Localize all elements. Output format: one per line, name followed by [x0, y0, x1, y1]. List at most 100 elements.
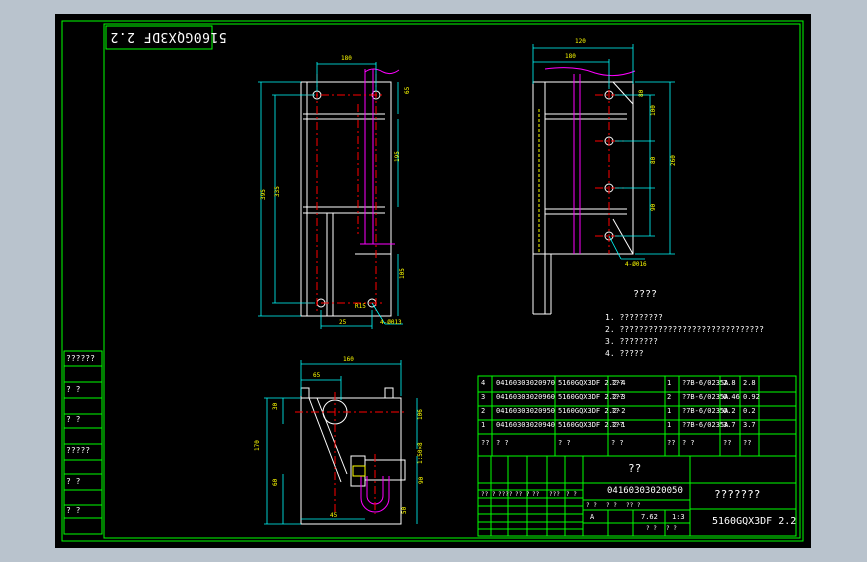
title-block-label: ???	[549, 491, 560, 498]
left-strip-label: ?????	[66, 446, 91, 455]
bom-header-cell: ??	[743, 439, 752, 447]
bom-cell: 2	[481, 407, 486, 415]
weight-value: 7.62	[641, 513, 658, 521]
title-block-label: ?? ?	[626, 502, 641, 509]
bom-header-cell: ? ?	[611, 439, 624, 447]
mirrored-title-box	[105, 25, 213, 50]
bom-cell: 04160303020950	[496, 407, 556, 415]
bom-cell: 5160GQX3DF 2.2-4	[558, 379, 626, 387]
bom-cell: 2.8	[723, 379, 736, 387]
dimension-label: 4-Ø013	[380, 319, 402, 326]
model-number: 5160GQX3DF 2.2	[712, 516, 797, 527]
dimension-label: 195	[394, 151, 401, 162]
bom-cell: 5160GQX3DF 2.2-1	[558, 421, 626, 429]
dimension-label: 4-Ø016	[625, 261, 647, 268]
bom-cell: 5160GQX3DF 2.2-3	[558, 393, 626, 401]
title-block-label: ?? ?	[515, 491, 530, 498]
dimension-label: 105	[399, 268, 406, 279]
dimension-label: 25	[339, 319, 347, 326]
dimension-label: 80	[650, 156, 657, 164]
title-block-label: ? ?	[586, 502, 597, 509]
bom-cell: ???	[611, 393, 624, 401]
bom-header-cell: ??	[667, 439, 676, 447]
title-block-label: ? ?	[606, 502, 617, 509]
bom-cell: 04160303020940	[496, 421, 556, 429]
tech-req-heading: ????	[633, 289, 658, 300]
dimension-label: 60	[272, 478, 279, 486]
bom-cell: 04160303020960	[496, 393, 556, 401]
bom-cell: 0.2	[743, 407, 756, 415]
dimension-label: 30	[272, 402, 279, 410]
bom-cell: 3.7	[723, 421, 736, 429]
bom-cell: 3	[481, 393, 486, 401]
bom-cell: 1	[667, 421, 672, 429]
bom-cell: 1	[667, 379, 672, 387]
bom-header-cell: ? ?	[558, 439, 571, 447]
left-strip-label: ? ?	[66, 415, 81, 424]
title-block-label: ??	[532, 491, 540, 498]
dimension-label: 160	[343, 356, 354, 363]
dimension-label: 120	[575, 38, 586, 45]
dimension-label: 106	[417, 409, 424, 420]
inner-frame	[103, 23, 801, 539]
tech-req-item: 4. ?????	[605, 349, 644, 358]
dimension-label: 170	[254, 440, 261, 451]
front-view	[258, 62, 403, 329]
title-block-label: ????	[498, 491, 513, 498]
company-name: ???????	[714, 488, 761, 501]
bom-cell: 1	[481, 421, 486, 429]
bom-cell: 5160GQX3DF 2.2-2	[558, 407, 626, 415]
dimension-label: 45	[330, 512, 338, 519]
bom-cell: ?7B-6/0235A	[682, 393, 729, 401]
bom-cell: 4	[481, 379, 486, 387]
dimension-label: 80	[638, 89, 645, 97]
scale-value: 1:3	[672, 513, 685, 521]
bom-cell: ?7B-6/0235A	[682, 407, 729, 415]
dimension-label: 90	[418, 476, 425, 484]
dimension-label: 90	[650, 203, 657, 211]
bom-cell: ?7B-6/0235A	[682, 379, 729, 387]
bom-cell: 1	[667, 407, 672, 415]
title-block-label: ? ?	[666, 525, 677, 532]
outer-frame	[61, 20, 804, 542]
left-strip-label: ? ?	[66, 477, 81, 486]
drawing-canvas	[61, 20, 804, 542]
title-block-label: ? ?	[566, 491, 577, 498]
title-block-label: ? ?	[646, 525, 657, 532]
dimension-label: 50	[401, 506, 408, 514]
left-strip-label: ? ?	[66, 385, 81, 394]
left-strip-label: ? ?	[66, 506, 81, 515]
bom-cell: 2.8	[743, 379, 756, 387]
dimension-label: R15	[355, 303, 366, 310]
bom-header-cell: ??	[481, 439, 490, 447]
dimension-label: 395	[260, 189, 267, 200]
bom-header-cell: ??	[723, 439, 732, 447]
bom-cell: ?7B-6/0235A	[682, 421, 729, 429]
stage-label: A	[590, 513, 595, 521]
tech-req-item: 3. ????????	[605, 337, 658, 346]
bottom-view	[264, 360, 418, 525]
bom-cell: 0.46	[723, 393, 740, 401]
bom-cell: ???	[611, 421, 624, 429]
bom-cell: 3.7	[743, 421, 756, 429]
left-strip	[63, 350, 103, 535]
dimension-label: 65	[313, 372, 321, 379]
bom-header-cell: ? ?	[496, 439, 509, 447]
side-view	[532, 44, 675, 315]
tech-req-item: 1. ?????????	[605, 313, 663, 322]
bom-cell: 04160303020970	[496, 379, 556, 387]
dimension-label: 260	[670, 155, 677, 166]
tech-req-item: 2. ??????????????????????????????	[605, 325, 764, 334]
drawing-number: 04160303020050	[607, 486, 683, 496]
dimension-label: 1:50×8	[417, 442, 424, 464]
part-name: ??	[628, 462, 642, 475]
bom-cell: 0.2	[723, 407, 736, 415]
bom-header-cell: ? ?	[682, 439, 695, 447]
bom-cell: ???	[611, 379, 624, 387]
bom-cell: 0.92	[743, 393, 760, 401]
dimension-label: 335	[274, 186, 281, 197]
bom-grid	[477, 375, 797, 537]
title-block-label: ?? ?	[481, 491, 496, 498]
bom-cell: 2	[667, 393, 672, 401]
drawing-sheet: 5160GQX3DF 2.2 ??????? ?? ??????? ?? ? 1…	[55, 14, 811, 548]
